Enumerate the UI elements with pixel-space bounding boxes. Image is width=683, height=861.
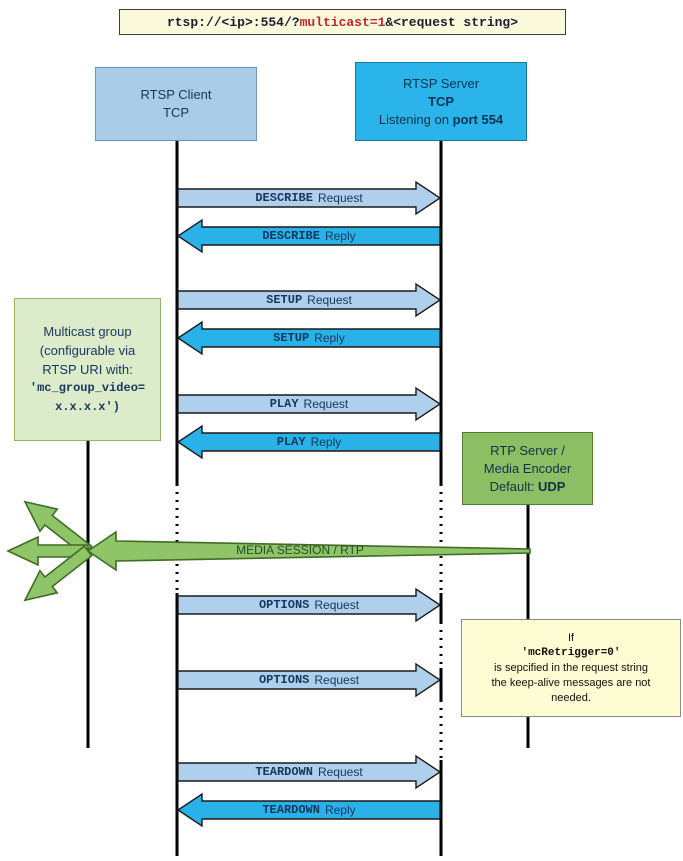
server-protocol: TCP xyxy=(428,93,454,109)
arrow-kind: Request xyxy=(303,397,349,411)
arrow-kind: Request xyxy=(314,598,360,612)
media-session-arrow xyxy=(86,530,531,572)
note-line1: If xyxy=(567,631,575,644)
teardown-request-arrow xyxy=(177,754,442,790)
server-title: RTSP Server xyxy=(402,75,480,91)
client-title: RTSP Client xyxy=(140,87,212,102)
media-session-label: MEDIA SESSION / RTP xyxy=(236,543,364,557)
describe-reply-label: DESCRIBE Reply xyxy=(178,227,440,245)
play-request-label: PLAY Request xyxy=(178,395,440,413)
options-request-arrow-1 xyxy=(177,587,442,623)
rtp-server-box: RTP Server / Media Encoder Default: UDP xyxy=(462,432,593,505)
arrow-kind: Reply xyxy=(324,803,356,817)
arrow-verb: PLAY xyxy=(269,397,299,411)
rtp-title-2: Media Encoder xyxy=(483,460,572,476)
server-port-line: Listening on port 554 xyxy=(379,111,503,129)
note-line4: the keep-alive messages are not xyxy=(491,676,651,689)
arrow-verb: PLAY xyxy=(276,435,306,449)
arrow-verb: DESCRIBE xyxy=(255,191,313,205)
play-request-arrow xyxy=(177,386,442,422)
options-request-label-2: OPTIONS Request xyxy=(178,671,440,689)
arrow-verb: SETUP xyxy=(266,293,303,307)
arrow-verb: TEARDOWN xyxy=(262,803,320,817)
setup-reply-label: SETUP Reply xyxy=(178,329,440,347)
arrow-kind: Reply xyxy=(324,229,356,243)
note-param: 'mcRetrigger=0' xyxy=(521,646,621,659)
multicast-group-box: Multicast group (configurable via RTSP U… xyxy=(14,298,161,441)
teardown-request-label: TEARDOWN Request xyxy=(178,763,440,781)
play-reply-label: PLAY Reply xyxy=(178,433,440,451)
url-multicast-highlight: multicast=1 xyxy=(299,14,386,30)
multicast-line1: Multicast group xyxy=(43,324,132,339)
setup-request-label: SETUP Request xyxy=(178,291,440,309)
play-reply-arrow xyxy=(176,424,441,460)
arrow-verb: OPTIONS xyxy=(258,673,310,687)
multicast-uri-value: x.x.x.x') xyxy=(55,400,120,414)
setup-reply-arrow xyxy=(176,320,441,356)
note-line5: needed. xyxy=(551,691,591,704)
arrow-kind: Reply xyxy=(310,435,342,449)
arrow-verb: OPTIONS xyxy=(258,598,310,612)
rtsp-url: rtsp://<ip>:554/?multicast=1&<request st… xyxy=(119,9,566,35)
teardown-reply-label: TEARDOWN Reply xyxy=(178,801,440,819)
describe-request-arrow xyxy=(177,180,442,216)
rtp-default-line: Default: UDP xyxy=(490,478,566,496)
options-request-label-1: OPTIONS Request xyxy=(178,596,440,614)
arrow-verb: TEARDOWN xyxy=(255,765,313,779)
describe-reply-arrow xyxy=(176,218,441,254)
server-port: port 554 xyxy=(452,111,504,127)
arrow-kind: Request xyxy=(314,673,360,687)
arrow-kind: Request xyxy=(317,191,363,205)
setup-request-arrow xyxy=(177,282,442,318)
arrow-verb: SETUP xyxy=(273,331,310,345)
multicast-line2: (configurable via xyxy=(39,343,136,358)
arrow-kind: Request xyxy=(307,293,352,307)
server-port-prefix: Listening on xyxy=(378,111,453,127)
arrow-kind: Reply xyxy=(314,331,345,345)
multicast-fanout-arrows xyxy=(6,500,93,602)
rtp-title-1: RTP Server / xyxy=(490,442,565,458)
options-request-arrow-2 xyxy=(177,662,442,698)
arrow-kind: Request xyxy=(317,765,363,779)
rtsp-client-box: RTSP Client TCP xyxy=(95,67,257,141)
describe-request-label: DESCRIBE Request xyxy=(178,189,440,207)
client-protocol: TCP xyxy=(163,105,189,120)
rtsp-server-box: RTSP Server TCP Listening on port 554 xyxy=(355,62,527,141)
multicast-uri-param: 'mc_group_video= xyxy=(29,381,146,395)
multicast-line3: RTSP URI with: xyxy=(42,362,133,377)
teardown-reply-arrow xyxy=(176,792,441,828)
fanout-arrow-down-left xyxy=(23,545,93,602)
note-line3: is sepcified in the request string xyxy=(493,661,649,674)
arrow-verb: DESCRIBE xyxy=(262,229,320,243)
url-prefix: rtsp://<ip>:554/? xyxy=(166,14,300,30)
keepalive-note: If 'mcRetrigger=0' is sepcified in the r… xyxy=(461,619,681,717)
rtp-default-prefix: Default: xyxy=(489,478,538,494)
rtp-default-protocol: UDP xyxy=(537,478,566,494)
url-suffix: &<request string> xyxy=(385,14,519,30)
